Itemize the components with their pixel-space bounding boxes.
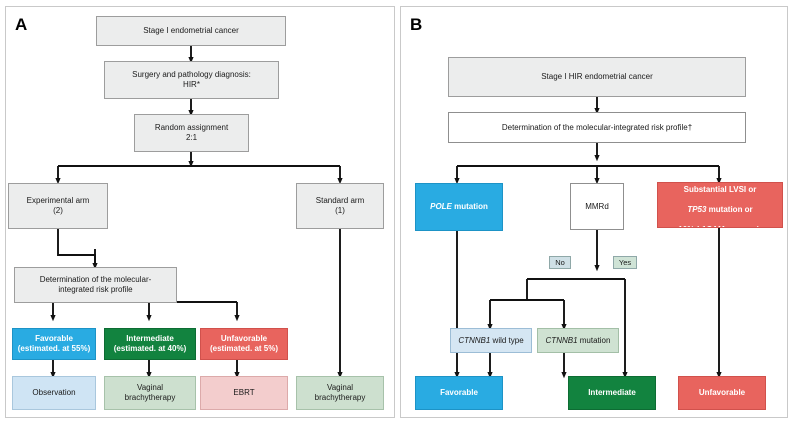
node-b-substantial-rest3: expression	[724, 225, 768, 227]
node-b-mmrd: MMRd	[570, 183, 624, 230]
node-a-random-assignment: Random assignment 2:1	[134, 114, 249, 152]
node-b-ctnnb1-mutation: CTNNB1 mutation	[537, 328, 619, 353]
node-b-ctnnb1-wild-rest: wild type	[490, 335, 524, 345]
node-b-favorable: Favorable	[415, 376, 503, 410]
node-b-ctnnb1-mut-rest: mutation	[577, 335, 611, 345]
node-b-pole-rest: mutation	[451, 202, 488, 211]
node-a-surgery-pathology: Surgery and pathology diagnosis: HIR*	[104, 61, 279, 99]
node-b-start: Stage I HIR endometrial cancer	[448, 57, 746, 97]
node-b-determination: Determination of the molecular-integrate…	[448, 112, 746, 143]
node-b-intermediate: Intermediate	[568, 376, 656, 410]
gene-ctnnb1-wild: CTNNB1	[458, 335, 491, 345]
node-a-standard-arm: Standard arm (1)	[296, 183, 384, 229]
node-a-vaginal-brachytherapy-intermediate: Vaginal brachytherapy	[104, 376, 196, 410]
node-a-experimental-arm: Experimental arm (2)	[8, 183, 108, 229]
node-a-vaginal-brachytherapy-standard: Vaginal brachytherapy	[296, 376, 384, 410]
gene-ctnnb1-mut: CTNNB1	[545, 335, 578, 345]
panel-b-letter: B	[410, 15, 423, 34]
branch-tag-no: No	[549, 256, 571, 269]
panel-a-letter: A	[15, 15, 28, 34]
node-a-favorable: Favorable (estimated. at 55%)	[12, 328, 96, 360]
node-b-substantial-rest2: mutation or	[706, 205, 753, 214]
node-a-unfavorable: Unfavorable (estimated. at 5%)	[200, 328, 288, 360]
node-b-substantial-pre3: > 10%	[671, 225, 696, 227]
branch-tag-yes: Yes	[613, 256, 637, 269]
node-b-ctnnb1-wild-type: CTNNB1 wild type	[450, 328, 532, 353]
node-a-start: Stage I endometrial cancer	[96, 16, 286, 46]
node-a-ebrt: EBRT	[200, 376, 288, 410]
node-a-observation: Observation	[12, 376, 96, 410]
node-b-substantial-line1: Substantial LVSI or	[683, 185, 757, 194]
node-b-pole-mutation: POLE mutation	[415, 183, 503, 231]
node-b-unfavorable: Unfavorable	[678, 376, 766, 410]
node-b-substantial-lvsi: Substantial LVSI or TP53 mutation or > 1…	[657, 182, 783, 228]
gene-pole: POLE	[430, 202, 452, 211]
gene-tp53: TP53	[687, 205, 707, 214]
node-a-intermediate: Intermediate (estimated. at 40%)	[104, 328, 196, 360]
gene-l1cam: L1CAM	[697, 225, 725, 227]
node-a-determination: Determination of the molecular- integrat…	[14, 267, 177, 303]
